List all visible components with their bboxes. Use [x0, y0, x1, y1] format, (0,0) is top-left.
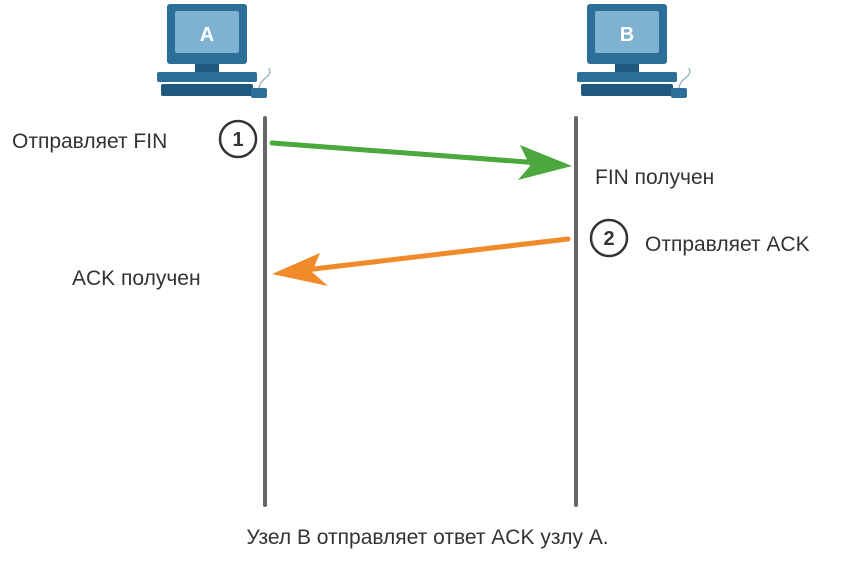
step-1-action-label: Отправляет FIN — [12, 130, 168, 153]
step-1-badge: 1 — [218, 119, 258, 159]
step-2-action-label: Отправляет ACK — [645, 233, 810, 256]
diagram-caption: Узел B отправляет ответ ACK узлу А. — [246, 526, 609, 549]
fin-arrow — [269, 140, 572, 180]
step-1-result-label: FIN получен — [595, 166, 715, 189]
host-a-computer-icon: A — [157, 4, 271, 98]
host-b-computer-icon: B — [577, 4, 691, 98]
step-2-badge: 2 — [589, 218, 629, 258]
host-a-label: A — [200, 24, 214, 46]
step-2-result-label: ACK получен — [72, 267, 201, 290]
host-b-label: B — [620, 24, 634, 46]
step-1-number: 1 — [232, 129, 243, 151]
step-2-number: 2 — [603, 228, 614, 250]
ack-arrow — [272, 236, 571, 286]
